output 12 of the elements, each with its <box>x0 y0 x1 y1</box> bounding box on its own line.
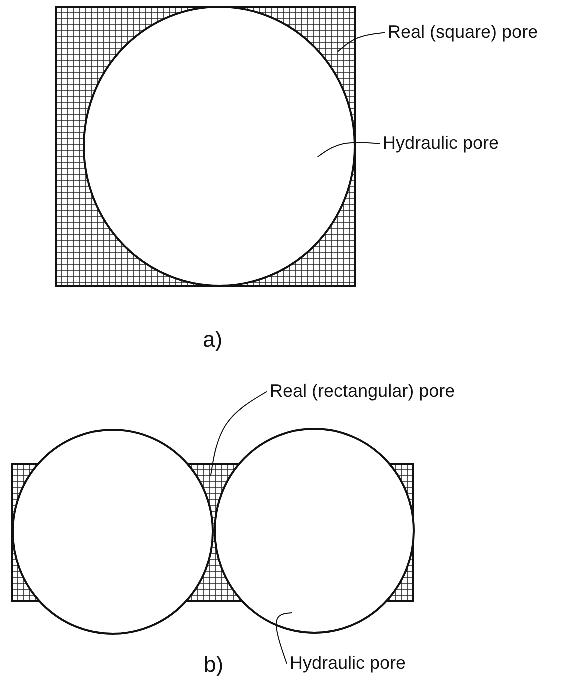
leader-line <box>276 612 293 664</box>
callout-label: Real (square) pore <box>388 22 538 44</box>
panel-label: a) <box>203 327 223 354</box>
hydraulic-pore-circle <box>215 429 414 633</box>
callout-label: Hydraulic pore <box>290 653 406 675</box>
leader-line <box>337 32 386 52</box>
callout-label: Hydraulic pore <box>383 133 500 155</box>
hydraulic-pore-circle <box>13 430 213 634</box>
leader-line <box>317 142 380 158</box>
leader-line <box>210 391 268 477</box>
panel-label: b) <box>204 652 224 678</box>
callout-label: Real (rectangular) pore <box>270 381 456 403</box>
